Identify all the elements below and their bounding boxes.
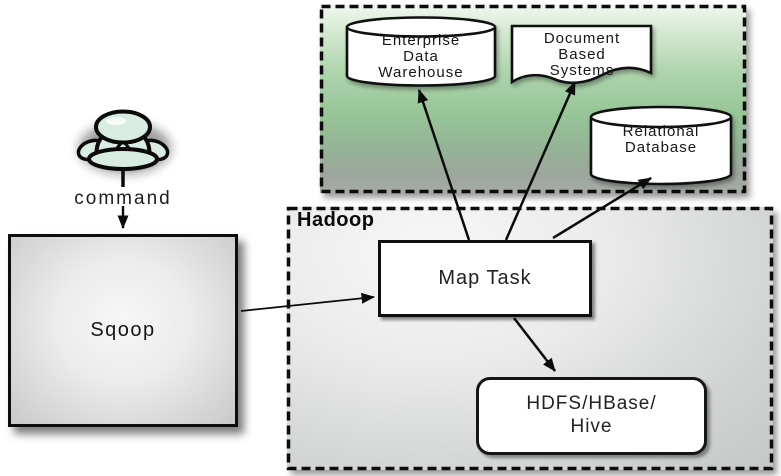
user-collar bbox=[108, 130, 138, 144]
document-systems-label: Document Based Systems bbox=[543, 30, 621, 80]
user-head bbox=[94, 109, 152, 145]
edw-label: Enterprise Data Warehouse bbox=[378, 32, 464, 82]
map-task-node: Map Task bbox=[378, 240, 592, 317]
sqoop-label: Sqoop bbox=[90, 319, 156, 341]
hdfs-hbase-hive-label: HDFS/HBase/ Hive bbox=[526, 393, 657, 437]
user-tie bbox=[115, 138, 131, 166]
relational-database-label: Relational Database bbox=[622, 123, 700, 157]
user-base bbox=[87, 147, 159, 171]
command-label: command bbox=[74, 188, 172, 209]
user-right-arm bbox=[138, 138, 170, 162]
user-icon bbox=[76, 109, 171, 187]
user-left-arm bbox=[76, 138, 108, 162]
user-head-highlight bbox=[106, 117, 126, 125]
user-torso bbox=[94, 129, 152, 164]
sqoop-node: Sqoop bbox=[8, 234, 238, 427]
user-icon-shadow bbox=[79, 122, 171, 174]
map-task-label: Map Task bbox=[438, 267, 532, 289]
hdfs-hbase-hive-node: HDFS/HBase/ Hive bbox=[476, 377, 707, 455]
hadoop-zone-title: Hadoop bbox=[297, 209, 375, 231]
